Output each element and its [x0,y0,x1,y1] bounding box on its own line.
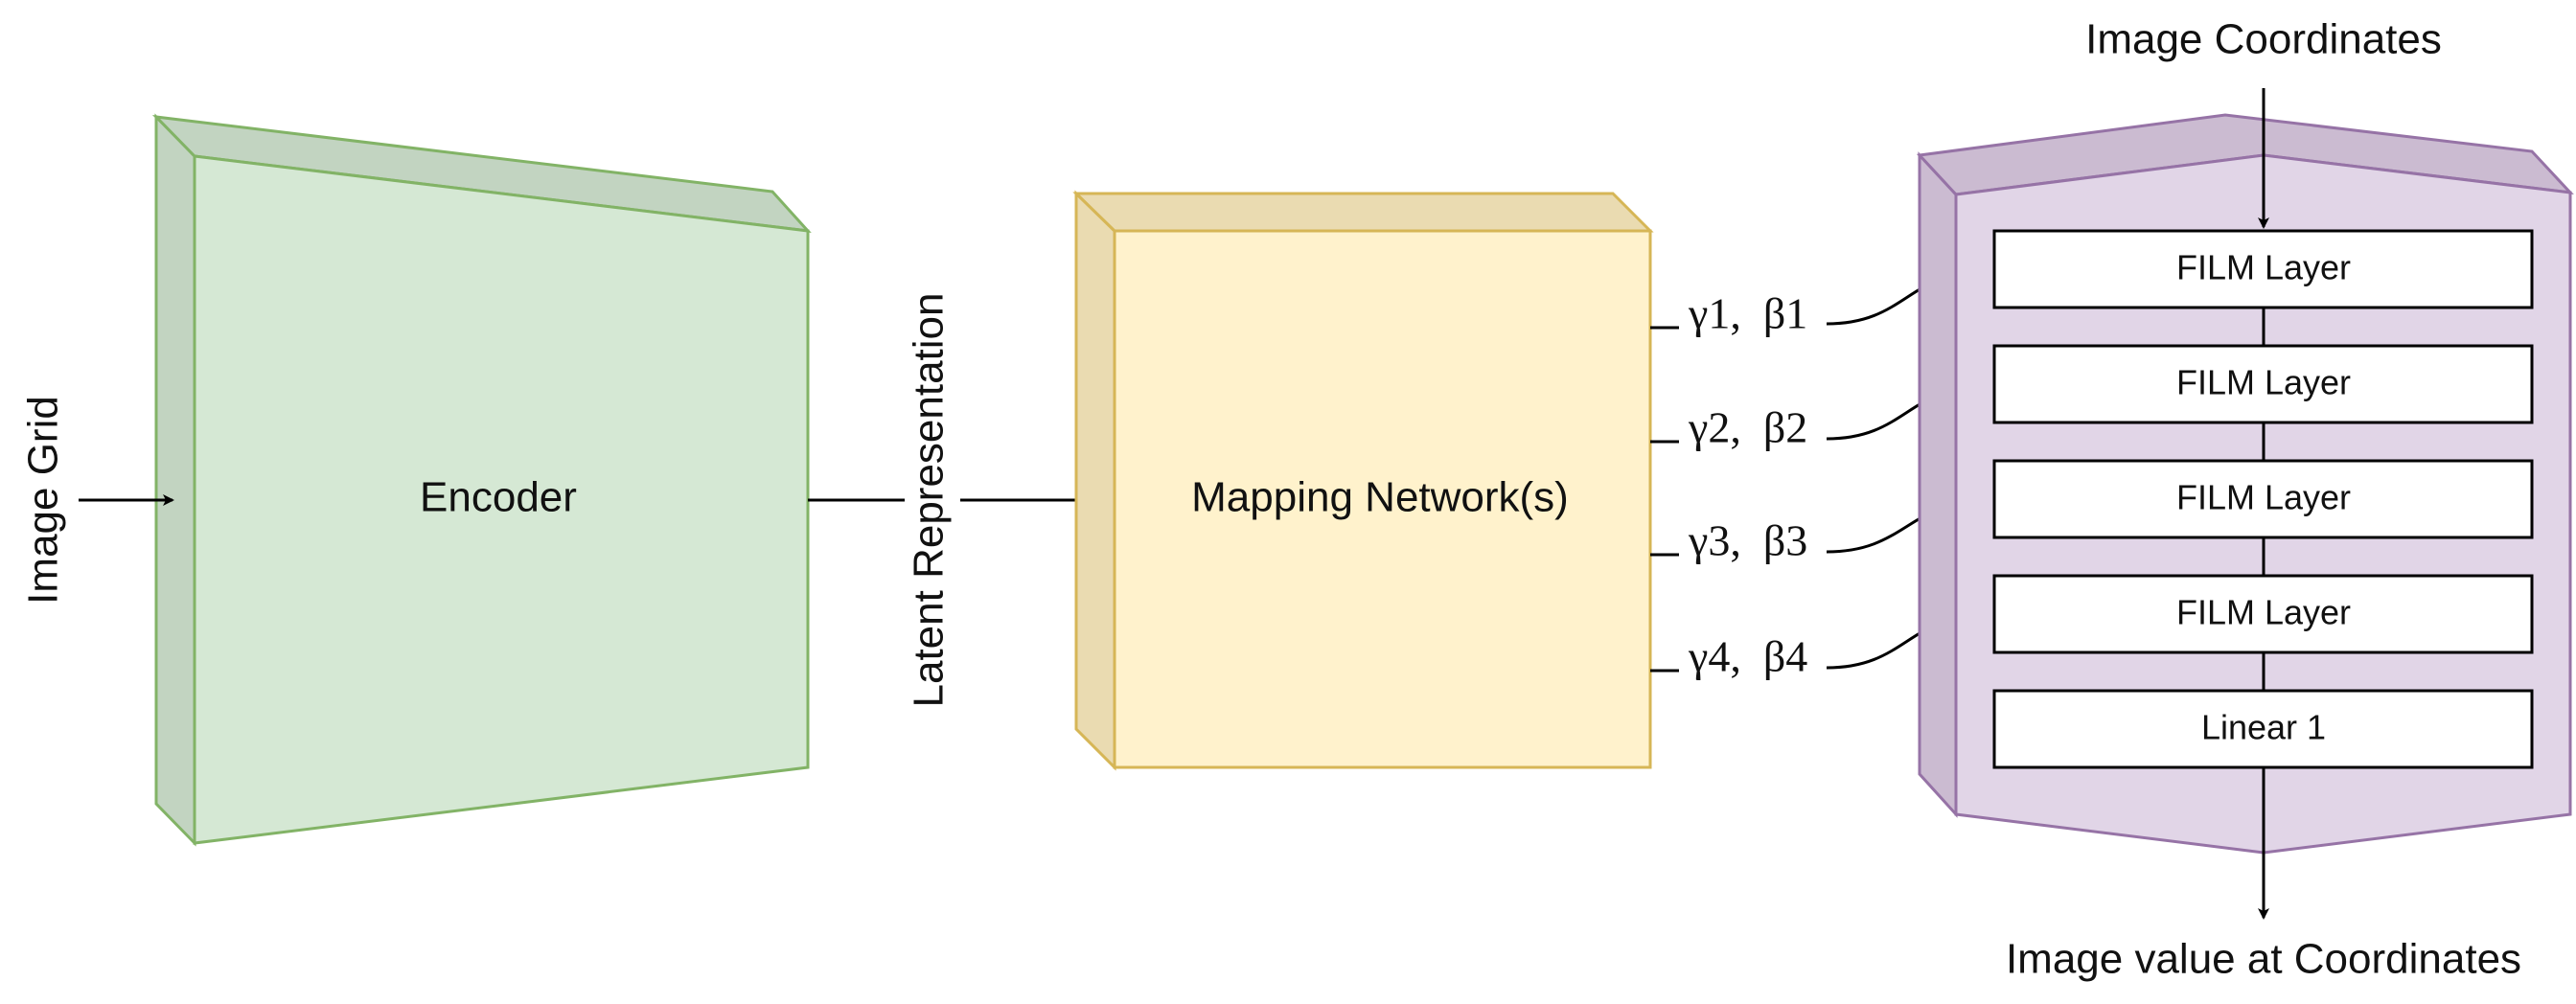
encoder-label: Encoder [420,474,577,521]
encoder-front-face [193,154,810,845]
linear-layer-box [1992,689,2534,769]
encoder-block: Encoder [151,113,812,847]
mapping-front-face [1113,229,1652,769]
mapping-side-face [1074,190,1116,771]
image-value-label: Image value at Coordinates [2006,936,2521,983]
linear-layer-label: Linear 1 [2201,708,2326,747]
mapping-network-block: Mapping Network(s) [1072,190,1654,771]
film-layer-1-box [1992,229,2534,309]
param-label-1: γ1, β1 [1688,289,1807,338]
film-layer-2-box [1992,344,2534,424]
film-layer-1: FILM Layer [1992,229,2534,309]
network-left-face [1918,151,1958,818]
film-layer-4: FILM Layer [1992,574,2534,654]
mapping-top-face [1072,192,1654,233]
param-label-4: γ4, β4 [1688,632,1807,681]
film-layer-3-label: FILM Layer [2176,478,2351,517]
film-layer-4-box [1992,574,2534,654]
film-layer-3: FILM Layer [1992,459,2534,539]
film-layer-1-label: FILM Layer [2176,248,2351,287]
param-label-2: γ2, β2 [1688,403,1807,452]
image-grid-label: Image Grid [20,396,67,605]
encoder-side-face [154,113,196,847]
film-layer-3-box [1992,459,2534,539]
film-layer-4-label: FILM Layer [2176,593,2351,632]
film-layer-2: FILM Layer [1992,344,2534,424]
layer-stack: FILM Layer FILM Layer FILM Layer FILM La… [1992,229,2534,769]
mapping-network-label: Mapping Network(s) [1191,474,1569,521]
latent-representation-label: Latent Representation [906,293,953,708]
param-label-3: γ3, β3 [1688,516,1807,565]
linear-layer: Linear 1 [1992,689,2534,769]
image-coordinates-label: Image Coordinates [2085,16,2442,63]
film-layer-2-label: FILM Layer [2176,363,2351,402]
